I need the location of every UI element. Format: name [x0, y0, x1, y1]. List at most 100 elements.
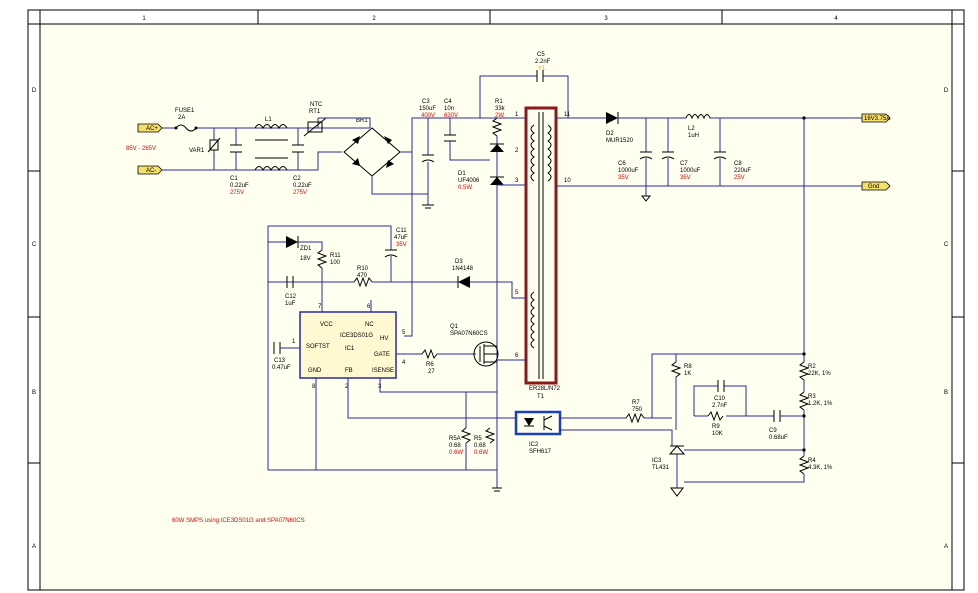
frame-row-b-left: B	[32, 390, 36, 396]
svg-text:8: 8	[312, 384, 316, 390]
drawing-frame: 1 2 3 4 D C B A D C B A	[27, 9, 965, 591]
svg-text:10n: 10n	[444, 106, 454, 112]
svg-text:1: 1	[292, 339, 296, 345]
svg-text:C11: C11	[396, 228, 407, 234]
svg-text:1uH: 1uH	[688, 133, 699, 139]
svg-text:220uF: 220uF	[734, 168, 751, 174]
transformer-t1: ER28L/N72 T1 1 2 3 5 6 11 10	[515, 106, 862, 400]
svg-text:35V: 35V	[680, 175, 691, 181]
svg-text:0.68uF: 0.68uF	[769, 435, 788, 441]
svg-text:2A: 2A	[178, 115, 185, 121]
svg-text:0.22uF: 0.22uF	[230, 183, 249, 189]
port-output-plus: 16V3.75A	[861, 113, 891, 123]
input-section: AC+ AC- 85V - 265V FUSE1 2A VAR1	[126, 99, 526, 488]
frame-row-d-left: D	[32, 88, 37, 94]
port-ac-plus: AC+	[137, 123, 163, 133]
svg-text:R5A: R5A	[449, 436, 461, 442]
diode-d1: D1 UF4006 0.5W	[458, 143, 526, 191]
svg-text:750: 750	[632, 407, 643, 413]
ground-symbol-primary	[492, 487, 502, 492]
resistor-r2: R2 22K, 1%	[798, 361, 831, 381]
svg-text:3: 3	[515, 178, 519, 184]
inductor-l1: L1	[254, 117, 288, 172]
svg-text:R11: R11	[330, 253, 341, 259]
svg-text:R6: R6	[426, 362, 434, 368]
svg-text:2: 2	[515, 148, 519, 154]
capacitor-c8: C8 220uF 25V	[713, 118, 751, 186]
frame-row-c-left: C	[32, 242, 37, 248]
svg-text:BR1: BR1	[356, 118, 368, 124]
svg-text:R1: R1	[495, 99, 503, 105]
frame-row-a-right: A	[944, 544, 948, 550]
svg-text:L1: L1	[265, 117, 272, 123]
svg-text:0.6W: 0.6W	[449, 450, 463, 456]
svg-text:C3: C3	[422, 99, 430, 105]
controller-section: ZD1 18V R11 100 C11 47uF 35V R10 470	[267, 225, 526, 492]
svg-text:7: 7	[318, 304, 322, 310]
capacitor-c10: C10 2.7nF	[693, 380, 747, 416]
svg-text:TL431: TL431	[652, 465, 670, 471]
svg-text:C7: C7	[680, 161, 688, 167]
svg-text:4.3K, 1%: 4.3K, 1%	[808, 465, 833, 471]
svg-text:UF4006: UF4006	[458, 178, 480, 184]
svg-text:22K, 1%: 22K, 1%	[808, 371, 831, 377]
svg-text:18V: 18V	[300, 256, 311, 262]
ground-symbol-secondary	[670, 487, 684, 497]
svg-text:35V: 35V	[618, 175, 629, 181]
svg-text:10: 10	[564, 178, 571, 184]
svg-text:0.68: 0.68	[449, 443, 461, 449]
svg-text:1N4148: 1N4148	[452, 266, 474, 272]
svg-text:NTC: NTC	[310, 102, 323, 108]
fuse1: FUSE1 2A	[174, 108, 198, 132]
svg-text:1: 1	[515, 112, 519, 118]
svg-text:AC-: AC-	[146, 168, 156, 174]
svg-text:Y1: Y1	[538, 66, 546, 72]
svg-text:C2: C2	[293, 176, 301, 182]
svg-text:0.6W: 0.6W	[474, 450, 488, 456]
capacitor-c3: C3 150uF 400V	[419, 99, 436, 200]
resistor-r9: R9 10K	[694, 410, 774, 437]
svg-text:C4: C4	[444, 99, 452, 105]
svg-text:GATE: GATE	[374, 352, 390, 358]
svg-text:16V3.75A: 16V3.75A	[864, 116, 890, 122]
resistor-r5a: R5A 0.68 0.6W	[449, 392, 472, 470]
svg-text:R5: R5	[474, 436, 482, 442]
frame-row-a-left: A	[32, 544, 36, 550]
svg-text:ZD1: ZD1	[300, 246, 312, 252]
svg-text:0.5W: 0.5W	[458, 185, 472, 191]
svg-text:25V: 25V	[734, 175, 745, 181]
capacitor-c11: C11 47uF 35V	[384, 228, 408, 258]
resistor-r10: R10 470	[353, 266, 373, 288]
svg-text:2W: 2W	[495, 113, 504, 119]
svg-text:35V: 35V	[396, 242, 407, 248]
svg-text:FB: FB	[345, 368, 353, 374]
svg-text:1K: 1K	[684, 371, 691, 377]
optocoupler-ic2: IC2 SFH617	[514, 410, 562, 455]
svg-text:D2: D2	[606, 131, 614, 137]
svg-text:GND: GND	[308, 368, 322, 374]
svg-text:150uF: 150uF	[419, 106, 436, 112]
svg-text:2.2nF: 2.2nF	[535, 59, 551, 65]
svg-text:SOFTST: SOFTST	[306, 344, 330, 350]
svg-text:R8: R8	[684, 364, 692, 370]
capacitor-c5: C5 2.2nF Y1	[479, 52, 569, 118]
capacitor-c13: C13 0.47uF	[272, 342, 300, 371]
resistor-r5: R5 0.68 0.6W	[474, 427, 496, 456]
svg-text:VAR1: VAR1	[189, 148, 205, 154]
resistor-r6: R6 27	[421, 348, 476, 375]
ground-symbol-c3	[422, 204, 434, 209]
capacitor-c2: C2 0.22uF 275V	[292, 144, 312, 196]
svg-text:C13: C13	[274, 358, 286, 364]
input-voltage-label: 85V - 265V	[126, 146, 156, 152]
svg-text:R2: R2	[808, 364, 816, 370]
svg-text:C10: C10	[714, 396, 726, 402]
capacitor-c6: C6 1000uF 35V	[618, 118, 653, 186]
mosfet-q1: Q1 SPA07N60CS	[450, 324, 499, 367]
svg-text:6: 6	[367, 304, 371, 310]
svg-text:IC2: IC2	[529, 442, 539, 448]
svg-text:C5: C5	[537, 52, 545, 58]
svg-text:4: 4	[402, 360, 406, 366]
svg-text:1uF: 1uF	[285, 301, 296, 307]
port-output-gnd: Gnd	[861, 181, 891, 191]
svg-text:VCC: VCC	[320, 322, 333, 328]
